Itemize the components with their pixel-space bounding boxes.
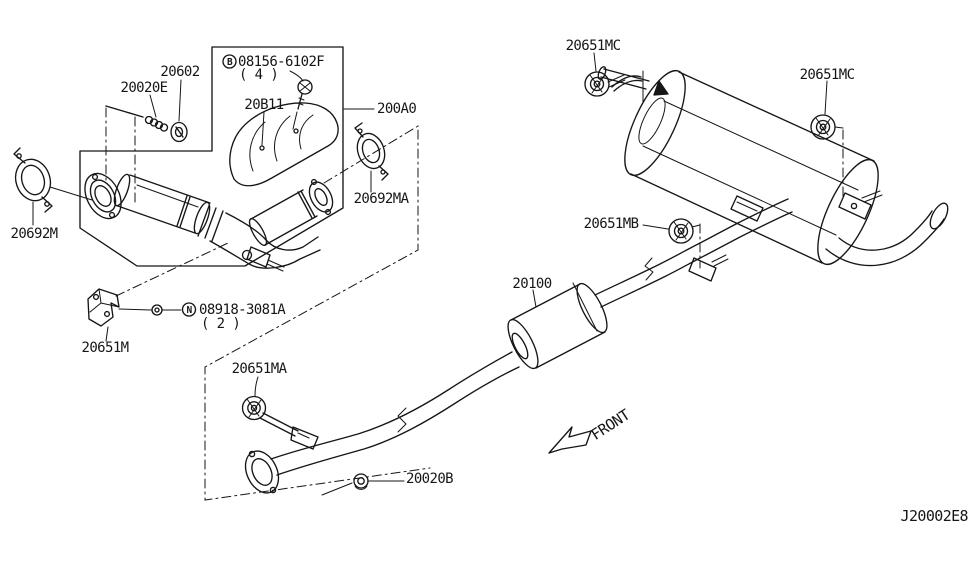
mount-insulator-20651mc-front xyxy=(584,71,626,97)
label-20651mc-rear[interactable]: 20651MC xyxy=(800,67,856,83)
label-20651mc-front[interactable]: 20651MC xyxy=(566,38,622,54)
front-exhaust-tube xyxy=(270,351,520,476)
mount-insulator-20651ma xyxy=(241,395,319,450)
label-20692m[interactable]: 20692M xyxy=(11,226,59,242)
stud-bolt-20020e xyxy=(144,115,169,132)
mount-insulator-20651mb xyxy=(668,218,701,244)
second-converter-body xyxy=(248,178,334,247)
diagram-code: J20002E8 xyxy=(901,507,969,525)
label-bolt-qty: ( 4 ) xyxy=(239,67,278,83)
label-20651m[interactable]: 20651M xyxy=(82,340,130,356)
shield-bolt xyxy=(297,79,313,110)
label-nut-number[interactable]: 08918-3081A xyxy=(199,302,287,318)
washer xyxy=(151,304,163,316)
circled-b-icon xyxy=(222,54,237,69)
label-nut-qty: ( 2 ) xyxy=(201,316,240,332)
mounting-bracket-20651m xyxy=(87,288,120,327)
label-200a0[interactable]: 200A0 xyxy=(377,101,417,117)
exploded-axis-lines xyxy=(105,107,844,501)
nut-20602 xyxy=(170,121,188,143)
label-20692ma[interactable]: 20692MA xyxy=(354,191,411,207)
label-20651ma[interactable]: 20651MA xyxy=(232,361,289,377)
converter-downpipe xyxy=(209,212,321,269)
nut-20020b xyxy=(353,473,369,490)
catalytic-converter-front-flange xyxy=(84,172,122,220)
assembly-200a0-boundary xyxy=(79,46,344,267)
label-20602[interactable]: 20602 xyxy=(160,64,200,80)
tailpipe xyxy=(825,202,949,267)
label-20100[interactable]: 20100 xyxy=(512,276,552,292)
center-resonator-20100 xyxy=(507,282,608,370)
label-b-prefix: B xyxy=(227,57,233,68)
mount-insulator-20651mc-rear xyxy=(810,114,844,140)
label-20020b[interactable]: 20020B xyxy=(406,471,454,487)
front-direction-arrow xyxy=(548,426,592,454)
label-bolt-number[interactable]: 08156-6102F xyxy=(238,54,325,70)
front-tube-flange xyxy=(244,450,280,494)
label-20651mb[interactable]: 20651MB xyxy=(584,216,640,232)
heat-shield-20b11 xyxy=(229,102,339,187)
rear-muffler xyxy=(597,66,883,266)
label-20020e[interactable]: 20020E xyxy=(121,80,169,96)
oxygen-sensor-bracket xyxy=(241,246,285,272)
exhaust-gasket-20692ma xyxy=(354,122,389,181)
label-n-prefix: N xyxy=(186,305,192,316)
label-20b11[interactable]: 20B11 xyxy=(244,97,284,113)
front-direction-label: FRONT xyxy=(588,405,634,443)
circled-n-icon xyxy=(181,302,197,317)
stud-guide-line xyxy=(105,105,144,118)
exhaust-gasket-20692m xyxy=(13,147,53,213)
leader-lines xyxy=(32,52,828,496)
gasket-alignment-line xyxy=(49,186,93,201)
catalytic-converter-body xyxy=(113,173,224,242)
